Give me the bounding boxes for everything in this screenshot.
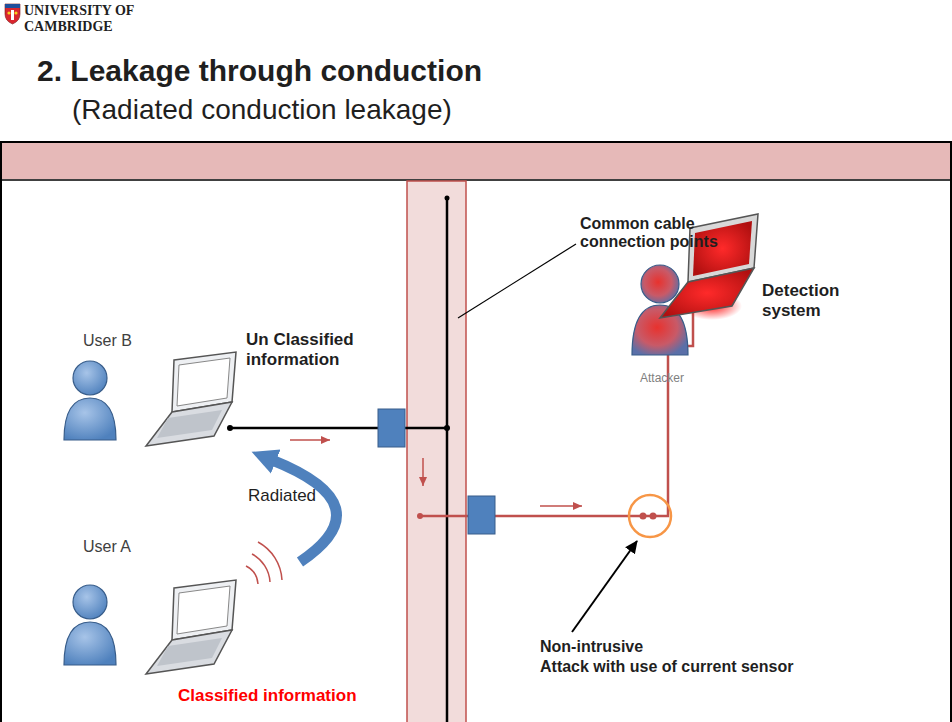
- institution-name: UNIVERSITY OF CAMBRIDGE: [24, 3, 154, 35]
- pink-band: [1, 143, 951, 179]
- radiated-label: Radiated: [248, 486, 316, 506]
- flow-arrow: [422, 458, 424, 486]
- radiation-waves: [246, 542, 282, 584]
- user-a-person: [64, 585, 116, 665]
- slide-subtitle: (Radiated conduction leakage): [72, 94, 452, 126]
- system-label: Detection system: [762, 281, 872, 320]
- callout-label: Attack with use of current sensor: [540, 658, 793, 676]
- frame-line: [950, 142, 952, 722]
- attacker-label: Attacker: [640, 372, 684, 386]
- user-b-person: [64, 361, 116, 440]
- user-a-laptop: [146, 580, 236, 674]
- cable-dot: [227, 425, 233, 431]
- leader-arrow: [572, 541, 637, 632]
- user-label: User B: [83, 332, 132, 350]
- common-cable: [446, 198, 449, 722]
- user-b-cable: [230, 427, 447, 430]
- radiation-arrow: [272, 460, 336, 562]
- wall: [407, 181, 466, 722]
- callout-label: Non-intrusive: [540, 638, 643, 656]
- leader-line: [458, 244, 576, 318]
- logo-shield: [5, 4, 20, 24]
- sensor-dot: [650, 513, 657, 520]
- flow-arrow: [540, 505, 582, 507]
- wall-socket: [468, 496, 495, 534]
- cable-dot: [444, 425, 450, 431]
- cable-dot: [445, 196, 450, 201]
- frame-line: [0, 179, 952, 181]
- frame-line: [0, 142, 2, 722]
- slide-title: 2. Leakage through conduction: [37, 54, 482, 89]
- flow-arrow: [290, 439, 330, 441]
- cable-dot: [417, 513, 423, 519]
- frame-line: [0, 141, 952, 143]
- attacker-cable: [420, 515, 652, 518]
- user-b-laptop: [146, 352, 236, 446]
- current-sensor: [629, 495, 671, 537]
- user-label: User A: [83, 538, 131, 556]
- sensor-dot: [640, 513, 647, 520]
- info-label: Un Classified information: [246, 330, 376, 369]
- callout-label: Common cable connection points: [580, 215, 740, 252]
- info-label: Classified information: [178, 686, 357, 706]
- wall-socket: [378, 409, 405, 447]
